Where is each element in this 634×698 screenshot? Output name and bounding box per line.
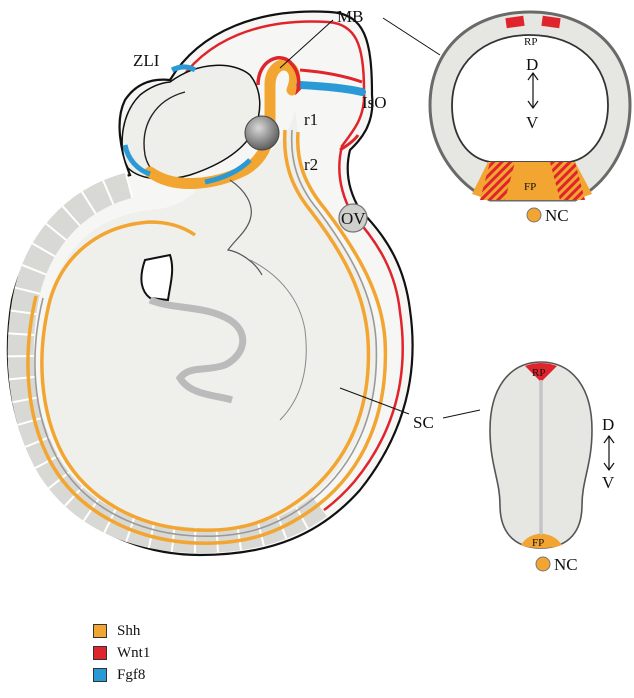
- mb-label-v: V: [526, 113, 539, 132]
- legend-swatch-wnt1: [93, 646, 107, 660]
- label-iso: IsO: [362, 93, 387, 112]
- legend-item-fgf8: Fgf8: [93, 664, 150, 686]
- legend-swatch-shh: [93, 624, 107, 638]
- label-mb: MB: [337, 7, 363, 26]
- sc-cross-leader: [443, 410, 480, 418]
- zli-sphere: [245, 116, 279, 150]
- mb-label-fp: FP: [524, 181, 536, 193]
- mb-label-nc: NC: [545, 206, 569, 225]
- sc-label-v: V: [602, 473, 615, 492]
- legend: Shh Wnt1 Fgf8: [93, 620, 150, 686]
- embryo: MB ZLI IsO r1 r2 OV SC: [8, 7, 480, 555]
- legend-item-shh: Shh: [93, 620, 150, 642]
- legend-label-shh: Shh: [117, 623, 140, 640]
- legend-swatch-fgf8: [93, 668, 107, 682]
- mb-cross-leader: [383, 18, 440, 55]
- sc-label-d: D: [602, 415, 614, 434]
- legend-item-wnt1: Wnt1: [93, 642, 150, 664]
- legend-label-wnt1: Wnt1: [117, 645, 150, 662]
- label-zli: ZLI: [133, 51, 160, 70]
- mb-label-d: D: [526, 55, 538, 74]
- mb-label-rp: RP: [524, 36, 537, 48]
- sc-label-fp: FP: [532, 537, 544, 549]
- label-ov: OV: [341, 209, 366, 228]
- sc-notochord: [536, 557, 550, 571]
- label-r2: r2: [304, 155, 318, 174]
- legend-label-fgf8: Fgf8: [117, 667, 145, 684]
- optic-region: [141, 255, 172, 300]
- sc-label-nc: NC: [554, 555, 578, 574]
- sc-label-rp: RP: [532, 367, 545, 379]
- spinal-cord-cross-section: RP D V FP NC: [490, 362, 615, 574]
- midbrain-cross-section: RP D V FP NC: [430, 12, 630, 225]
- label-r1: r1: [304, 110, 318, 129]
- label-sc: SC: [413, 413, 434, 432]
- mb-notochord: [527, 208, 541, 222]
